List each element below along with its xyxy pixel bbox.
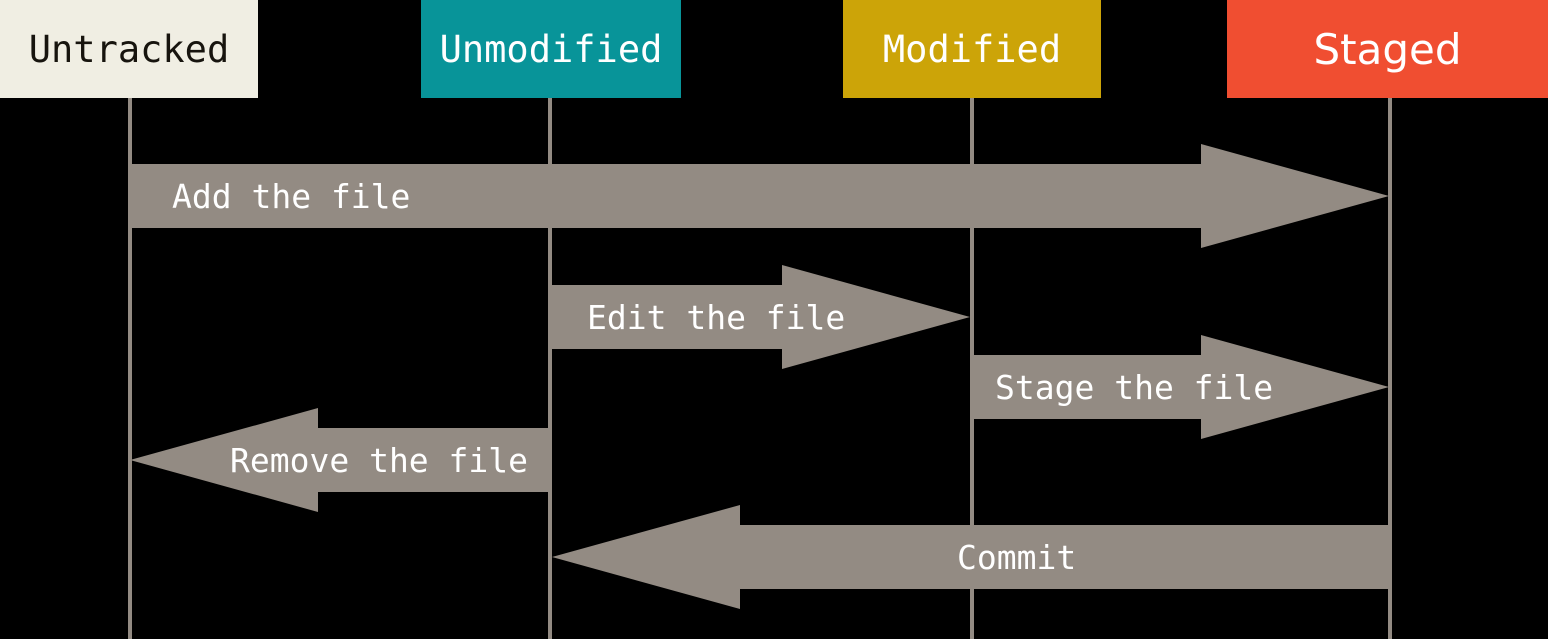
lifeline-untracked bbox=[128, 98, 132, 639]
arrow-label: Add the file bbox=[172, 176, 411, 216]
arrowhead-right-icon bbox=[1201, 144, 1389, 248]
arrow-shaft bbox=[971, 355, 1202, 419]
arrow-label: Commit bbox=[957, 537, 1077, 577]
arrow-shaft bbox=[550, 285, 783, 349]
state-box-staged: Staged bbox=[1227, 0, 1548, 98]
arrow-shaft bbox=[317, 428, 550, 492]
lifeline-unmodified bbox=[548, 98, 552, 639]
arrowhead-left-icon bbox=[552, 505, 740, 609]
state-box-untracked: Untracked bbox=[0, 0, 258, 98]
lifeline-staged bbox=[1388, 98, 1392, 639]
arrow-shaft bbox=[130, 164, 1202, 228]
state-box-modified: Modified bbox=[843, 0, 1101, 98]
arrow-label: Stage the file bbox=[995, 367, 1274, 407]
arrow-label: Edit the file bbox=[587, 297, 846, 337]
state-box-unmodified: Unmodified bbox=[421, 0, 681, 98]
arrow-label: Remove the file bbox=[230, 440, 529, 480]
arrow-shaft bbox=[739, 525, 1390, 589]
